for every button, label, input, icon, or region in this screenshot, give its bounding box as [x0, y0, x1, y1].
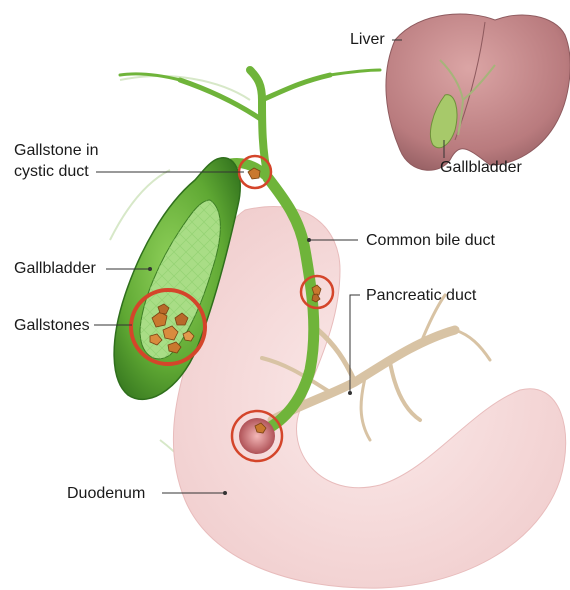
- label-gallbladder-inset: Gallbladder: [440, 158, 522, 177]
- label-liver: Liver: [350, 30, 385, 49]
- label-gallbladder: Gallbladder: [14, 259, 96, 278]
- label-pancreatic-duct: Pancreatic duct: [366, 286, 476, 305]
- label-gallstone-cystic-line1: Gallstone in: [14, 141, 99, 160]
- label-gallstone-cystic-line2: cystic duct: [14, 162, 89, 181]
- label-common-bile-duct: Common bile duct: [366, 231, 495, 250]
- duodenum-shape: [173, 206, 565, 588]
- ampulla-shape: [239, 418, 275, 454]
- label-gallstones: Gallstones: [14, 316, 90, 335]
- label-duodenum: Duodenum: [67, 484, 145, 503]
- liver-inset: [386, 14, 570, 170]
